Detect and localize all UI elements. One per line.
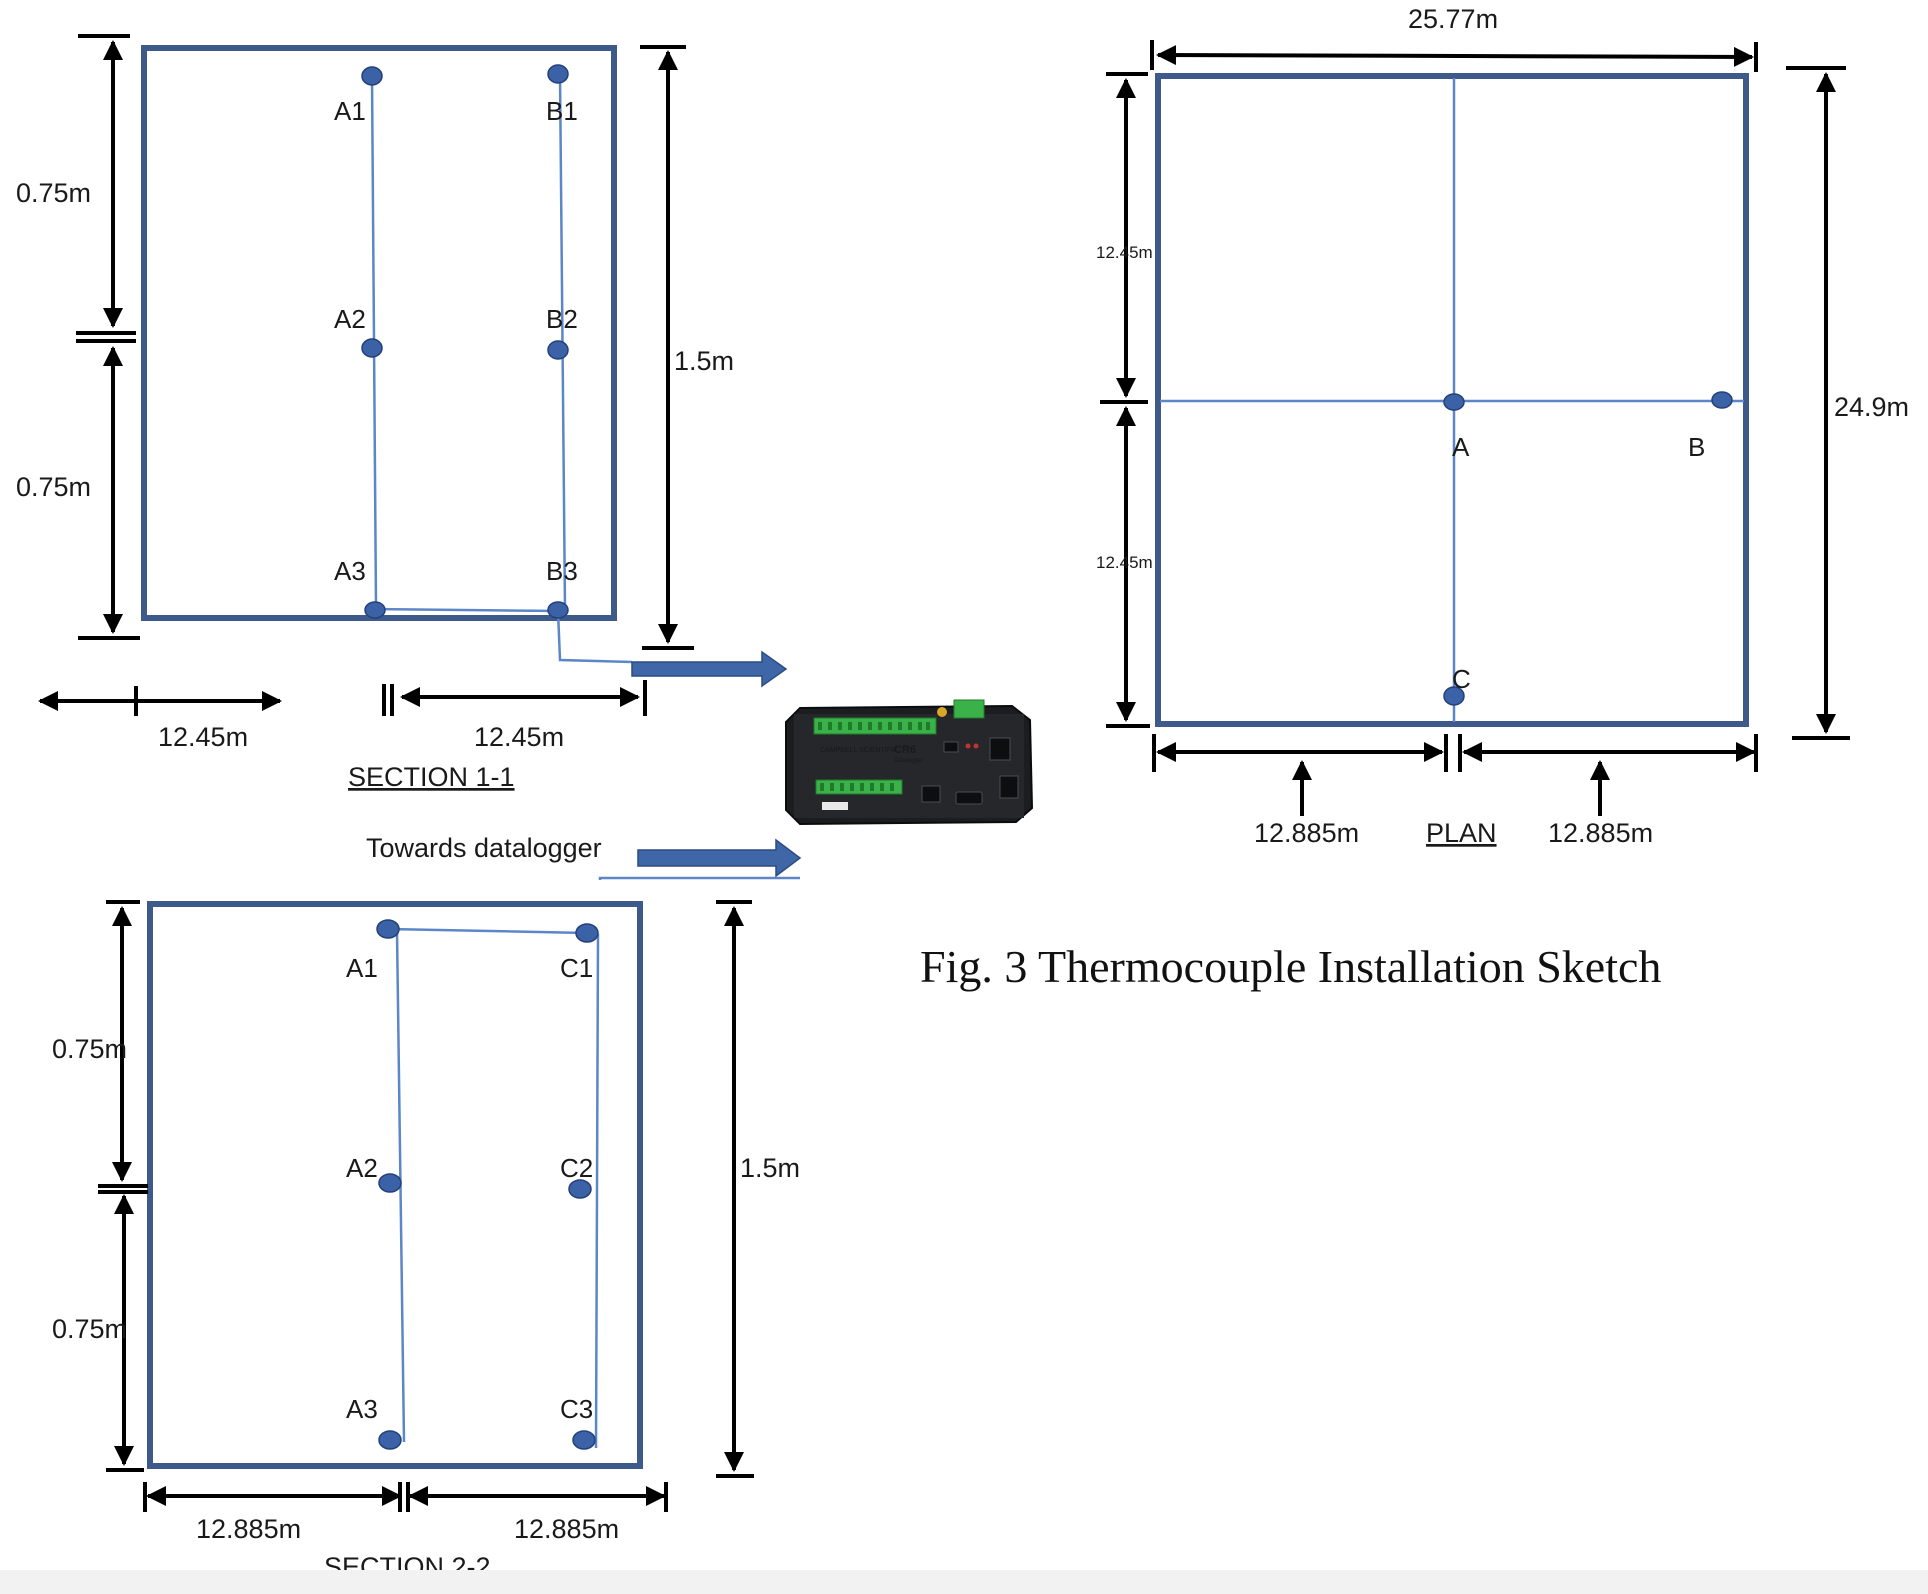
sensor-a2-dot bbox=[378, 1173, 402, 1193]
sd-slot-icon bbox=[921, 785, 941, 803]
section1-sensors bbox=[361, 64, 569, 619]
plan-top-width-dimension bbox=[1150, 40, 1758, 72]
page-bottom-edge bbox=[0, 1570, 1928, 1594]
sensor-label: A1 bbox=[334, 96, 366, 126]
power-terminal bbox=[953, 699, 985, 719]
dimension-label: 12.45m bbox=[474, 722, 564, 752]
sensor-label: A1 bbox=[346, 953, 378, 983]
status-led-icon bbox=[965, 743, 971, 749]
sensor-label: B2 bbox=[546, 304, 578, 334]
section1-outline bbox=[141, 45, 617, 621]
usb-port-icon bbox=[943, 741, 959, 753]
sensor-label: A bbox=[1452, 432, 1470, 462]
section2-left-dimensions bbox=[98, 900, 148, 1472]
terminal-block-bottom bbox=[815, 779, 903, 795]
sensor-a3-dot bbox=[364, 601, 386, 619]
plan-sensors bbox=[1443, 391, 1733, 706]
sensor-label: A3 bbox=[346, 1394, 378, 1424]
sensor-label: C bbox=[1452, 664, 1471, 694]
sensor-c2-dot bbox=[568, 1179, 592, 1199]
signal-arrows bbox=[631, 650, 802, 878]
section2-outline bbox=[147, 901, 643, 1469]
arrow-from-section2 bbox=[637, 838, 802, 878]
sensor-a3-dot bbox=[378, 1430, 402, 1450]
dimension-label: 24.9m bbox=[1834, 392, 1909, 422]
dimension-label: 25.77m bbox=[1408, 4, 1498, 34]
dimension-label: 12.45m bbox=[158, 722, 248, 752]
sensor-label: A2 bbox=[346, 1153, 378, 1183]
sensor-a1-dot bbox=[376, 919, 400, 939]
datalogger-brand: CAMPBELL SCIENTIFIC bbox=[820, 747, 898, 754]
datalogger-model: CR6 bbox=[894, 744, 916, 756]
section1-bottom-dimensions bbox=[38, 680, 647, 716]
sensor-label: B3 bbox=[546, 556, 578, 586]
dimension-label: 0.75m bbox=[52, 1034, 127, 1064]
plan-title: PLAN bbox=[1426, 818, 1497, 848]
sensor-c3-dot bbox=[572, 1430, 596, 1450]
dimension-label: 12.885m bbox=[1254, 818, 1359, 848]
ethernet-port-icon bbox=[989, 737, 1011, 761]
section1-total-depth-dimension bbox=[640, 45, 694, 650]
section1-left-dimensions bbox=[76, 34, 140, 640]
dimension-label: 12.885m bbox=[196, 1514, 301, 1544]
sensor-b1-dot bbox=[547, 64, 569, 84]
section2-total-depth-dimension bbox=[716, 900, 754, 1478]
dimension-label: 0.75m bbox=[16, 472, 91, 502]
section-1-1: A1 B1 A2 B2 A3 B3 0.75m 0.75m 1.5m bbox=[16, 34, 734, 792]
section2-wiring bbox=[387, 876, 800, 1449]
dimension-label: 12.45m bbox=[1096, 553, 1153, 572]
plan-bottom-dimensions bbox=[1152, 734, 1758, 816]
figure-caption: Fig. 3 Thermocouple Installation Sketch bbox=[920, 941, 1661, 992]
sensor-label: A2 bbox=[334, 304, 366, 334]
dimension-label: 1.5m bbox=[674, 346, 734, 376]
sensor-c1-dot bbox=[575, 923, 599, 943]
towards-datalogger-label: Towards datalogger bbox=[366, 833, 602, 863]
sensor-a1-dot bbox=[361, 66, 383, 86]
plan-outline bbox=[1155, 73, 1749, 727]
terminal-screws-bottom bbox=[820, 783, 894, 791]
arrow-from-section1 bbox=[631, 650, 788, 688]
sensor-c-dot bbox=[1443, 686, 1465, 706]
dimension-label: 12.885m bbox=[1548, 818, 1653, 848]
sensor-label: A3 bbox=[334, 556, 366, 586]
dimension-label: 0.75m bbox=[52, 1314, 127, 1344]
power-led-icon bbox=[937, 707, 947, 717]
section1-wiring bbox=[370, 73, 633, 664]
terminal-screws-top bbox=[818, 722, 930, 730]
dimension-label: 0.75m bbox=[16, 178, 91, 208]
sensor-label: B1 bbox=[546, 96, 578, 126]
section-title: SECTION 1-1 bbox=[348, 762, 515, 792]
dimension-label: 1.5m bbox=[740, 1153, 800, 1183]
section-2-2: A1 C1 A2 C2 A3 C3 0.75m 0.75m 1.5m bbox=[52, 876, 800, 1582]
sensor-label: B bbox=[1688, 432, 1705, 462]
sensor-b3-dot bbox=[547, 601, 569, 619]
mounting-tab bbox=[999, 775, 1019, 799]
dimension-label: 12.45m bbox=[1096, 243, 1153, 262]
plan-height-dimension bbox=[1786, 66, 1850, 740]
sensor-label: C3 bbox=[560, 1394, 593, 1424]
sensor-b-dot bbox=[1711, 391, 1733, 409]
terminal-block-top bbox=[813, 717, 937, 735]
datalogger-subtitle: Datalogger bbox=[894, 758, 923, 764]
section2-sensors bbox=[376, 919, 599, 1450]
sensor-b2-dot bbox=[547, 340, 569, 360]
plan-left-dimensions bbox=[1100, 72, 1150, 728]
status-led-icon bbox=[973, 743, 979, 749]
dimension-label: 12.885m bbox=[514, 1514, 619, 1544]
sensor-label: C2 bbox=[560, 1153, 593, 1183]
plan-view: A B C 25.77m 12.45m 12.45m 2 bbox=[1096, 4, 1909, 848]
datalogger-device: CAMPBELL SCIENTIFIC CR6 Datalogger bbox=[785, 699, 1034, 826]
section2-bottom-dimensions bbox=[143, 1482, 668, 1512]
sensor-label: C1 bbox=[560, 953, 593, 983]
serial-port-icon bbox=[955, 791, 983, 805]
sensor-a2-dot bbox=[361, 338, 383, 358]
label-sticker bbox=[822, 802, 848, 810]
sensor-a-dot bbox=[1443, 393, 1465, 411]
